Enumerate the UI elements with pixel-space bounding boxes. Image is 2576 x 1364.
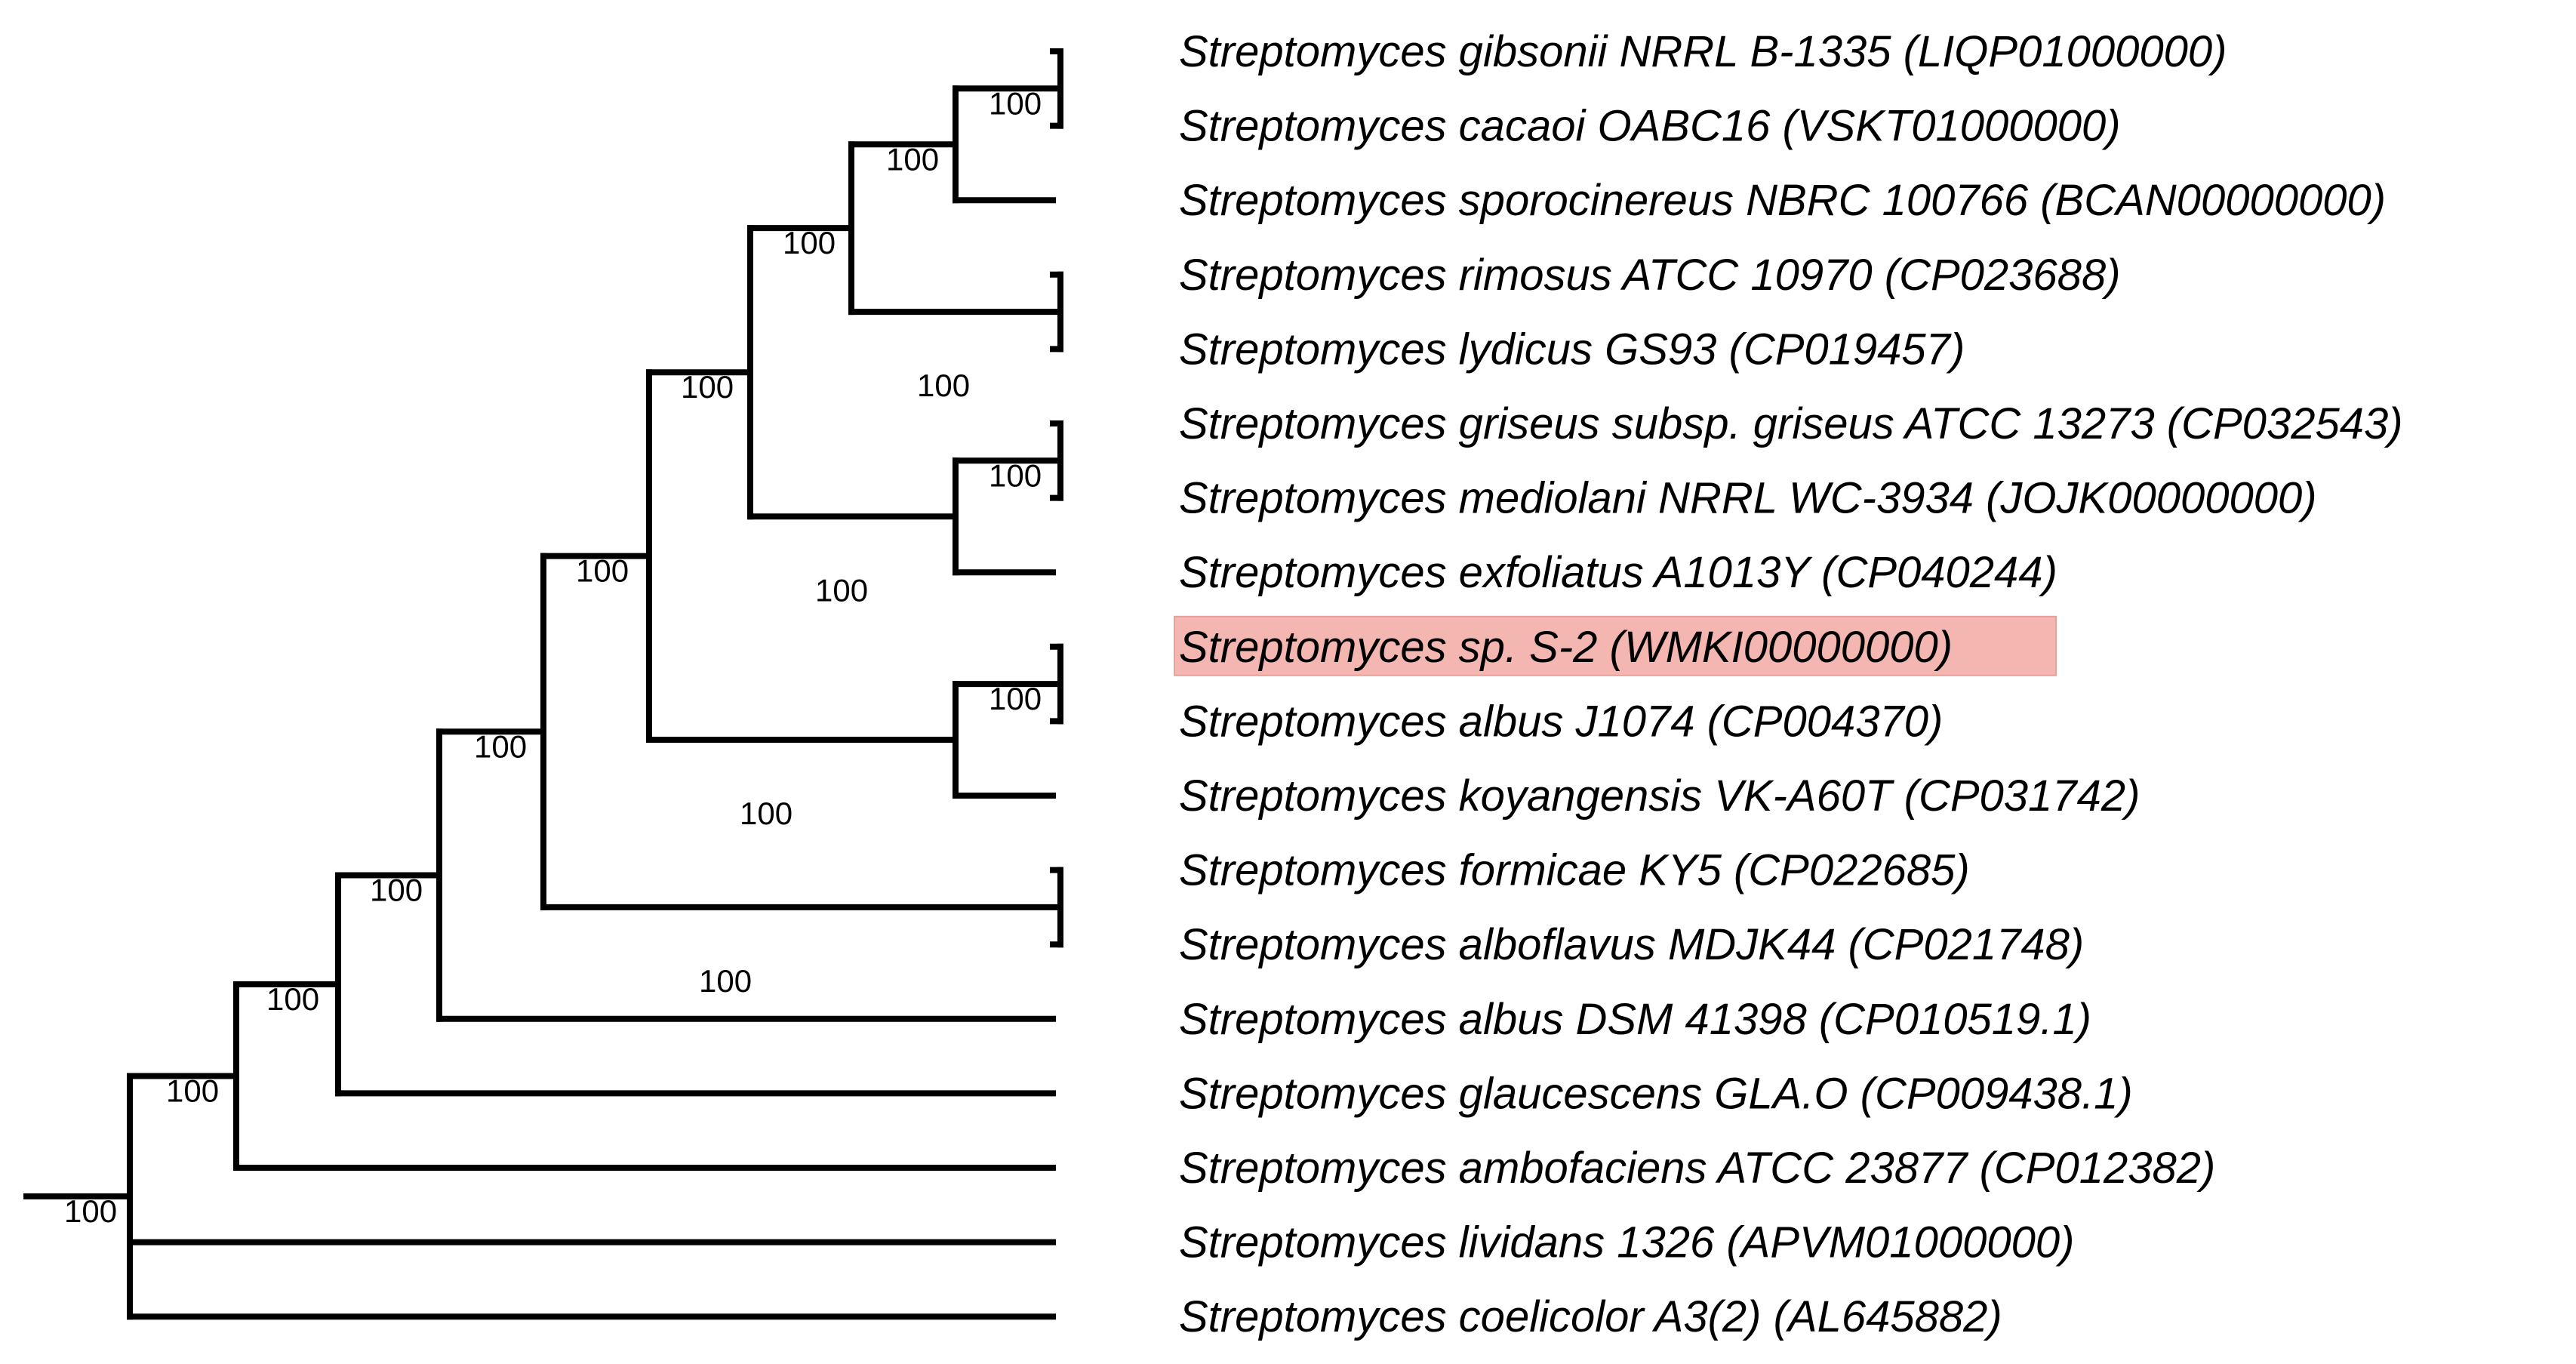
- bootstrap-support-value: 100: [917, 368, 970, 403]
- bootstrap-support-value: 100: [989, 457, 1042, 493]
- leaf-label-rimosus: Streptomyces rimosus ATCC 10970 (CP02368…: [1179, 251, 2121, 300]
- leaf-label-exfoliatus: Streptomyces exfoliatus A1013Y (CP040244…: [1179, 548, 2057, 597]
- highlight-layer: [1174, 615, 2057, 676]
- highlight-box: [1174, 615, 2057, 676]
- bootstrap-support-value: 100: [989, 85, 1042, 121]
- leaf-label-mediolani: Streptomyces mediolani NRRL WC-3934 (JOJ…: [1179, 474, 2317, 523]
- leaf-label-koyangensis: Streptomyces koyangensis VK-A60T (CP0317…: [1179, 771, 2140, 821]
- tree-branches: [23, 48, 1063, 1320]
- bootstrap-support-value: 100: [576, 553, 629, 589]
- bootstrap-support-value: 100: [681, 369, 734, 405]
- leaf-label-glaucescens: Streptomyces glaucescens GLA.O (CP009438…: [1179, 1069, 2133, 1118]
- leaf-label-sporocinereus: Streptomyces sporocinereus NBRC 100766 (…: [1179, 176, 2386, 225]
- bootstrap-support-value: 100: [474, 728, 527, 764]
- support-values: 100 100 100 100 100 100 100 100 100 100 100 100 100 1…: [64, 85, 1042, 1229]
- leaf-label-lividans: Streptomyces lividans 1326 (APVM01000000…: [1179, 1218, 2074, 1267]
- bootstrap-support-value: 100: [815, 572, 868, 608]
- leaf-label-s2: Streptomyces sp. S-2 (WMKI00000000): [1179, 623, 1953, 672]
- leaf-label-ambofaciens: Streptomyces ambofaciens ATCC 23877 (CP0…: [1179, 1144, 2215, 1193]
- bootstrap-support-value: 100: [266, 981, 319, 1017]
- bootstrap-support-value: 100: [64, 1193, 117, 1229]
- bootstrap-support-value: 100: [699, 963, 752, 999]
- leaf-label-formicae: Streptomyces formicae KY5 (CP022685): [1179, 846, 1970, 895]
- bootstrap-support-value: 100: [783, 225, 836, 260]
- bootstrap-support-value: 100: [886, 141, 939, 177]
- bootstrap-support-value: 100: [989, 681, 1042, 716]
- bootstrap-support-value: 100: [740, 796, 792, 831]
- leaf-label-albusDSM: Streptomyces albus DSM 41398 (CP010519.1…: [1179, 995, 2091, 1044]
- bootstrap-support-value: 100: [166, 1073, 219, 1108]
- leaf-labels: Streptomyces gibsonii NRRL B-1335 (LIQP0…: [1179, 27, 2403, 1341]
- leaf-label-gibsonii: Streptomyces gibsonii NRRL B-1335 (LIQP0…: [1179, 27, 2227, 76]
- bootstrap-support-value: 100: [370, 873, 423, 908]
- leaf-label-alboflavus: Streptomyces alboflavus MDJK44 (CP021748…: [1179, 920, 2084, 969]
- leaf-label-lydicus: Streptomyces lydicus GS93 (CP019457): [1179, 325, 1965, 374]
- leaf-label-albusJ1074: Streptomyces albus J1074 (CP004370): [1179, 697, 1943, 746]
- leaf-label-cacaoi: Streptomyces cacaoi OABC16 (VSKT01000000…: [1179, 102, 2121, 151]
- leaf-label-coelicolor: Streptomyces coelicolor A3(2) (AL645882): [1179, 1292, 2002, 1341]
- leaf-label-griseus: Streptomyces griseus subsp. griseus ATCC…: [1179, 399, 2403, 448]
